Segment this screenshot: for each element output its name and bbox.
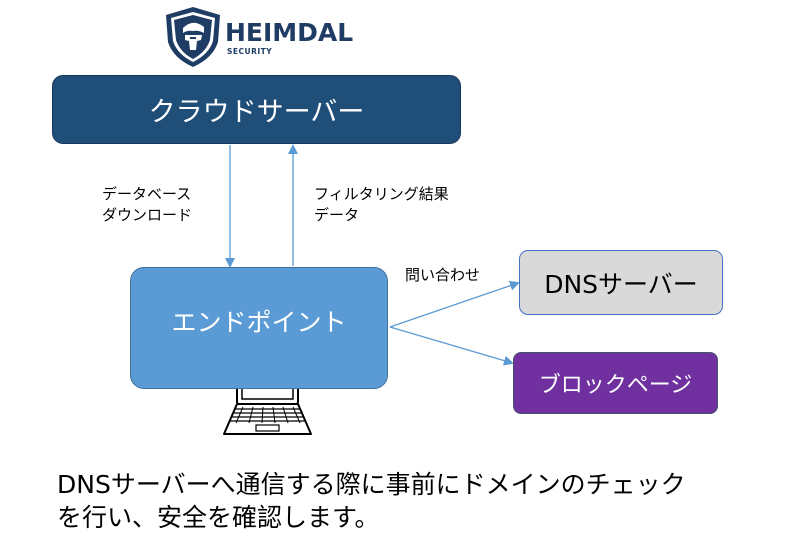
cloud-server-node: クラウドサーバー xyxy=(52,75,461,144)
caption-line-2: を行い、安全を確認します。 xyxy=(57,503,380,532)
caption: DNSサーバーへ通信する際に事前にドメインのチェック を行い、安全を確認します。 xyxy=(57,468,787,534)
block-page-arrow xyxy=(389,326,514,366)
block-page-node: ブロックページ xyxy=(513,352,718,414)
query-label: 問い合わせ xyxy=(405,266,481,284)
endpoint-node: エンドポイント xyxy=(130,267,388,389)
endpoint-label: エンドポイント xyxy=(171,308,347,337)
filter-result-line-2: データ xyxy=(314,206,360,224)
db-download-label: データベース ダウンロード xyxy=(102,184,192,226)
filter-result-label: フィルタリング結果 データ xyxy=(314,184,449,226)
block-page-label: ブロックページ xyxy=(538,373,693,398)
dns-query-arrow xyxy=(389,280,520,328)
cloud-server-label: クラウドサーバー xyxy=(148,97,365,128)
filter-result-line-1: フィルタリング結果 xyxy=(314,185,449,203)
shield-icon xyxy=(166,7,220,67)
db-download-line-1: データベース xyxy=(102,185,192,203)
heimdal-logo: HEIMDAL SECURITY xyxy=(163,6,363,68)
brand-name: HEIMDAL xyxy=(225,18,354,47)
dns-server-node: DNSサーバー xyxy=(519,250,723,315)
db-download-line-2: ダウンロード xyxy=(102,206,193,224)
dns-server-label: DNSサーバー xyxy=(544,269,698,299)
caption-line-1: DNSサーバーへ通信する際に事前にドメインのチェック xyxy=(57,470,686,499)
brand-subtitle: SECURITY xyxy=(227,47,273,56)
